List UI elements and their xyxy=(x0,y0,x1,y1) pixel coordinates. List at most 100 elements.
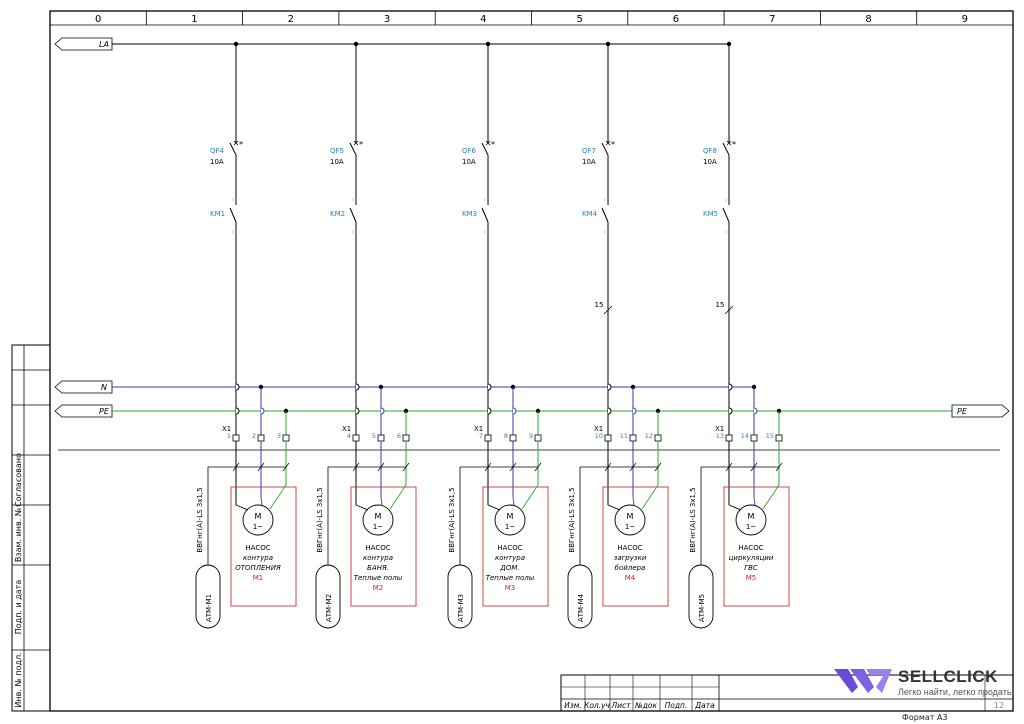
stamp-inv-orig: Инв. № подл. xyxy=(14,652,23,707)
device-description: ДОМ. xyxy=(499,564,519,572)
breaker-contact xyxy=(349,142,357,156)
cable-tick xyxy=(402,462,410,472)
device-description: контура xyxy=(363,554,393,562)
device-description: НАСОС xyxy=(497,544,522,552)
terminal-number: 5 xyxy=(372,432,376,440)
motor-lead xyxy=(632,496,635,506)
terminal-block-label: X1 xyxy=(222,425,231,433)
terminal xyxy=(282,434,290,442)
device-tag: M3 xyxy=(505,584,516,592)
pe-label-right: PE xyxy=(957,407,968,416)
tb-izm: Изм. xyxy=(564,701,582,710)
wire-hop xyxy=(607,383,612,391)
pe-bus: PE PE xyxy=(54,404,1010,418)
column-number: 1 xyxy=(191,14,197,25)
device-description: Теплые полы xyxy=(354,574,403,582)
stamp-agreed: Согласовано xyxy=(14,453,23,507)
wire-tick xyxy=(603,305,613,315)
device-description: НАСОС xyxy=(617,544,642,552)
wire-hop xyxy=(380,407,385,415)
side-stamp: Согласовано Взам. инв. № Подп. и дата Ин… xyxy=(11,344,51,712)
tb-ndok: №док xyxy=(634,701,658,710)
device-description: БАНЯ. xyxy=(367,564,389,572)
motor-symbol xyxy=(242,504,274,536)
breaker-label: QF7 xyxy=(582,147,596,155)
terminal xyxy=(629,434,637,442)
atm-capsule xyxy=(688,564,714,629)
terminal-block-label: X1 xyxy=(474,425,483,433)
wire-hop xyxy=(487,383,492,391)
watermark-title: SELLCLICK xyxy=(898,667,998,686)
title-block: Изм. Кол.уч Лист №док Подп. Дата 12 xyxy=(560,674,1014,712)
terminal xyxy=(750,434,758,442)
motor-letter: M xyxy=(375,512,382,521)
device-description: Теплые полы xyxy=(486,574,535,582)
terminal-number: 12 xyxy=(645,432,653,440)
tb-data: Дата xyxy=(694,701,715,710)
atm-capsule xyxy=(447,564,473,629)
cable-mark: ВВГнг(А)-LS 3х1,5 xyxy=(568,487,576,552)
motor-letter: M xyxy=(748,512,755,521)
terminal-number: 10 xyxy=(595,432,603,440)
cable-tick xyxy=(534,462,542,472)
n-label: N xyxy=(101,383,107,392)
device-description: контура xyxy=(495,554,525,562)
terminal-number: 14 xyxy=(741,432,749,440)
tb-podp: Подп. xyxy=(665,701,688,710)
motor-letter: M xyxy=(255,512,262,521)
breaker-rating: 10A xyxy=(462,158,476,166)
terminal xyxy=(604,434,612,442)
motor-phase: 1~ xyxy=(253,523,263,531)
cable-tick xyxy=(377,462,385,472)
terminal-number: 7 xyxy=(479,432,483,440)
wire-hop xyxy=(260,407,265,415)
terminal xyxy=(402,434,410,442)
cable-tick xyxy=(629,462,637,472)
cable-mark: ВВГнг(А)-LS 3х1,5 xyxy=(196,487,204,552)
contactor-contact xyxy=(722,207,730,223)
breaker-rating: 10A xyxy=(210,158,224,166)
column-number: 3 xyxy=(384,14,390,25)
wire-hop xyxy=(728,383,733,391)
breaker-mark: * xyxy=(359,140,363,149)
device-box xyxy=(723,486,790,607)
device-description: бойлера xyxy=(615,564,646,572)
contactor-contact xyxy=(349,207,357,223)
device-description: ГВС xyxy=(744,564,758,572)
cable-mark: ВВГнг(А)-LS 3х1,5 xyxy=(689,487,697,552)
terminal-number: 4 xyxy=(347,432,351,440)
motor-letter: M xyxy=(507,512,514,521)
wire-number: 15 xyxy=(595,301,604,309)
terminal xyxy=(775,434,783,442)
terminal xyxy=(509,434,517,442)
motor-lead xyxy=(521,484,539,510)
breaker-cross xyxy=(233,140,239,146)
cable-tick xyxy=(257,462,265,472)
terminal-number: 8 xyxy=(504,432,508,440)
breaker-label: QF8 xyxy=(703,147,717,155)
device-tag: M2 xyxy=(373,584,384,592)
breaker-cross xyxy=(726,140,732,146)
device-box xyxy=(482,486,549,607)
device-tag: M4 xyxy=(625,574,636,582)
terminal xyxy=(534,434,542,442)
watermark: SELLCLICK Легко найти, легко продать xyxy=(834,667,1012,701)
motor-lead xyxy=(753,496,756,506)
terminal-number: 9 xyxy=(529,432,533,440)
cable-tick xyxy=(484,462,492,472)
cable-tick xyxy=(282,462,290,472)
terminal-number: 1 xyxy=(227,432,231,440)
cable-tick xyxy=(509,462,517,472)
wire-hop xyxy=(235,407,240,415)
motor-symbol xyxy=(494,504,526,536)
cable-tick xyxy=(654,462,662,472)
breaker-cross xyxy=(353,140,359,146)
device-description: загрузки xyxy=(614,554,647,562)
breaker-mark: * xyxy=(491,140,495,149)
motor-phase: 1~ xyxy=(625,523,635,531)
atm-capsule xyxy=(315,564,341,629)
terminal xyxy=(654,434,662,442)
